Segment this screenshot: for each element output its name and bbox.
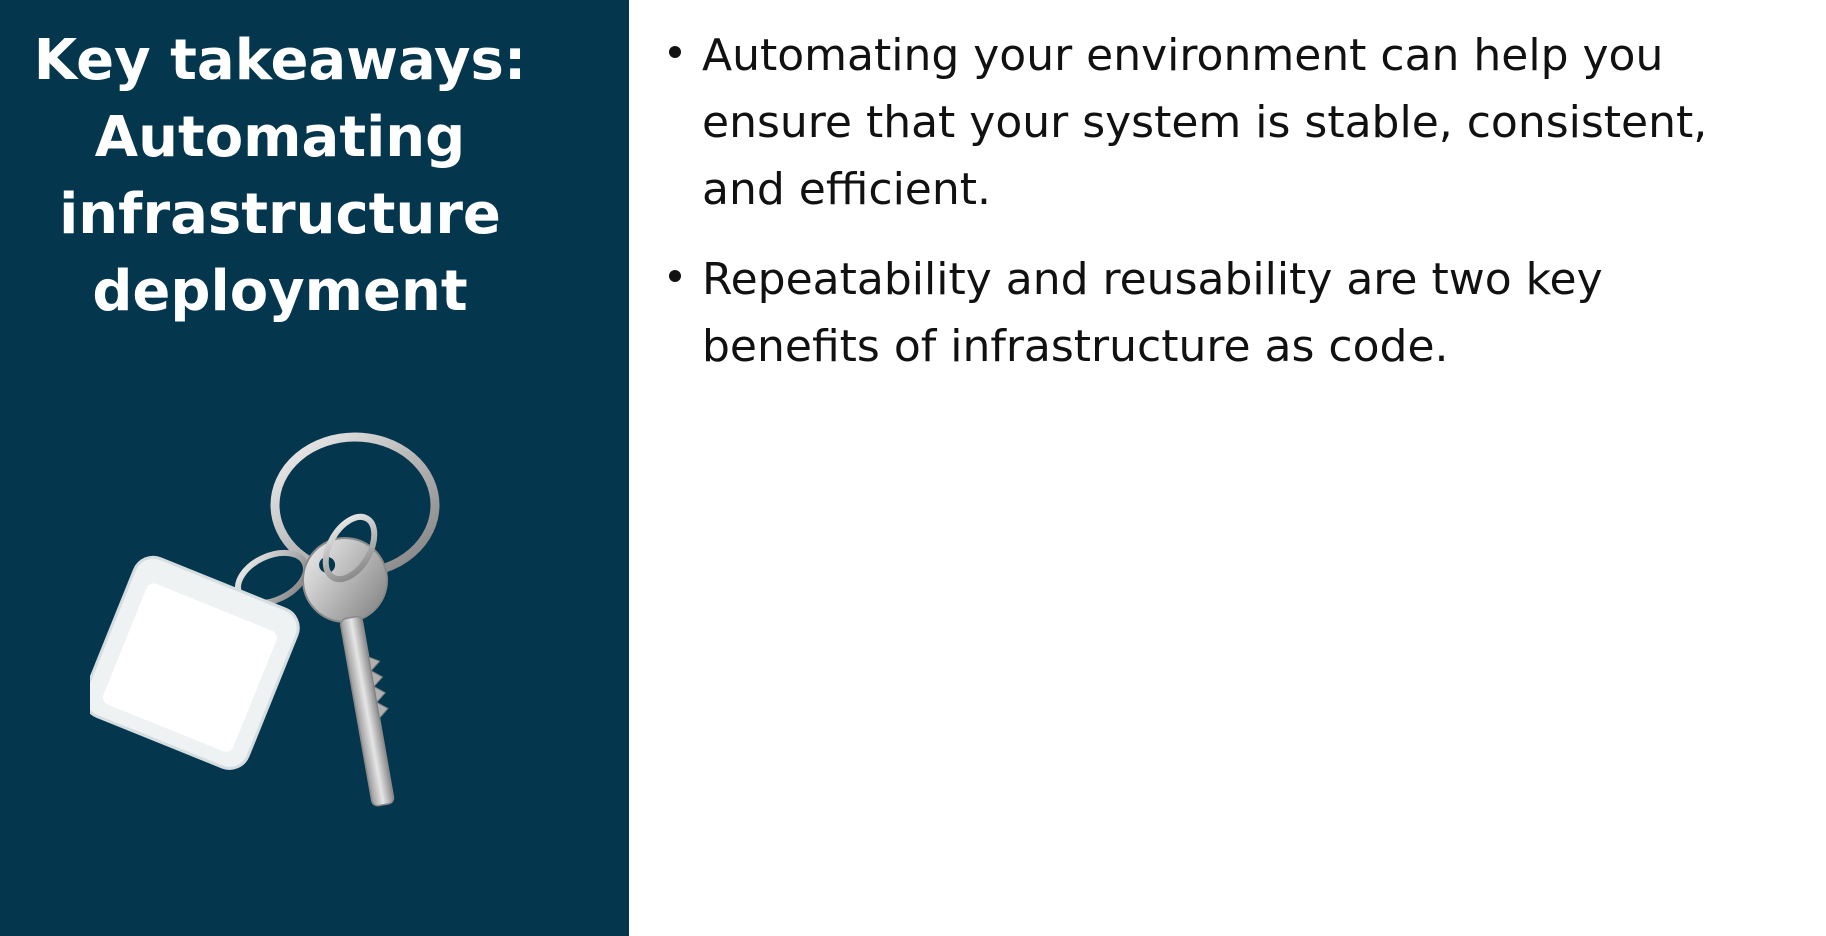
- bullet-dot-icon: [669, 46, 681, 58]
- title-line-3: infrastructure: [59, 182, 501, 247]
- title-line-1: Key takeaways:: [33, 28, 527, 93]
- left-panel: Key takeaways: Automating infrastructure…: [0, 0, 629, 936]
- title-line-4: deployment: [92, 259, 468, 324]
- bullet-list: Automating your environment can help you…: [665, 22, 1785, 403]
- bullet-dot-icon: [669, 270, 681, 282]
- bullet-text: Automating your environment can help you…: [702, 30, 1708, 215]
- bullet-item: Repeatability and reusability are two ke…: [665, 246, 1785, 380]
- bullet-item: Automating your environment can help you…: [665, 22, 1785, 223]
- bullet-text: Repeatability and reusability are two ke…: [702, 254, 1603, 372]
- keychain-icon: [90, 432, 440, 807]
- title-line-2: Automating: [94, 105, 466, 170]
- slide-title: Key takeaways: Automating infrastructure…: [0, 22, 560, 330]
